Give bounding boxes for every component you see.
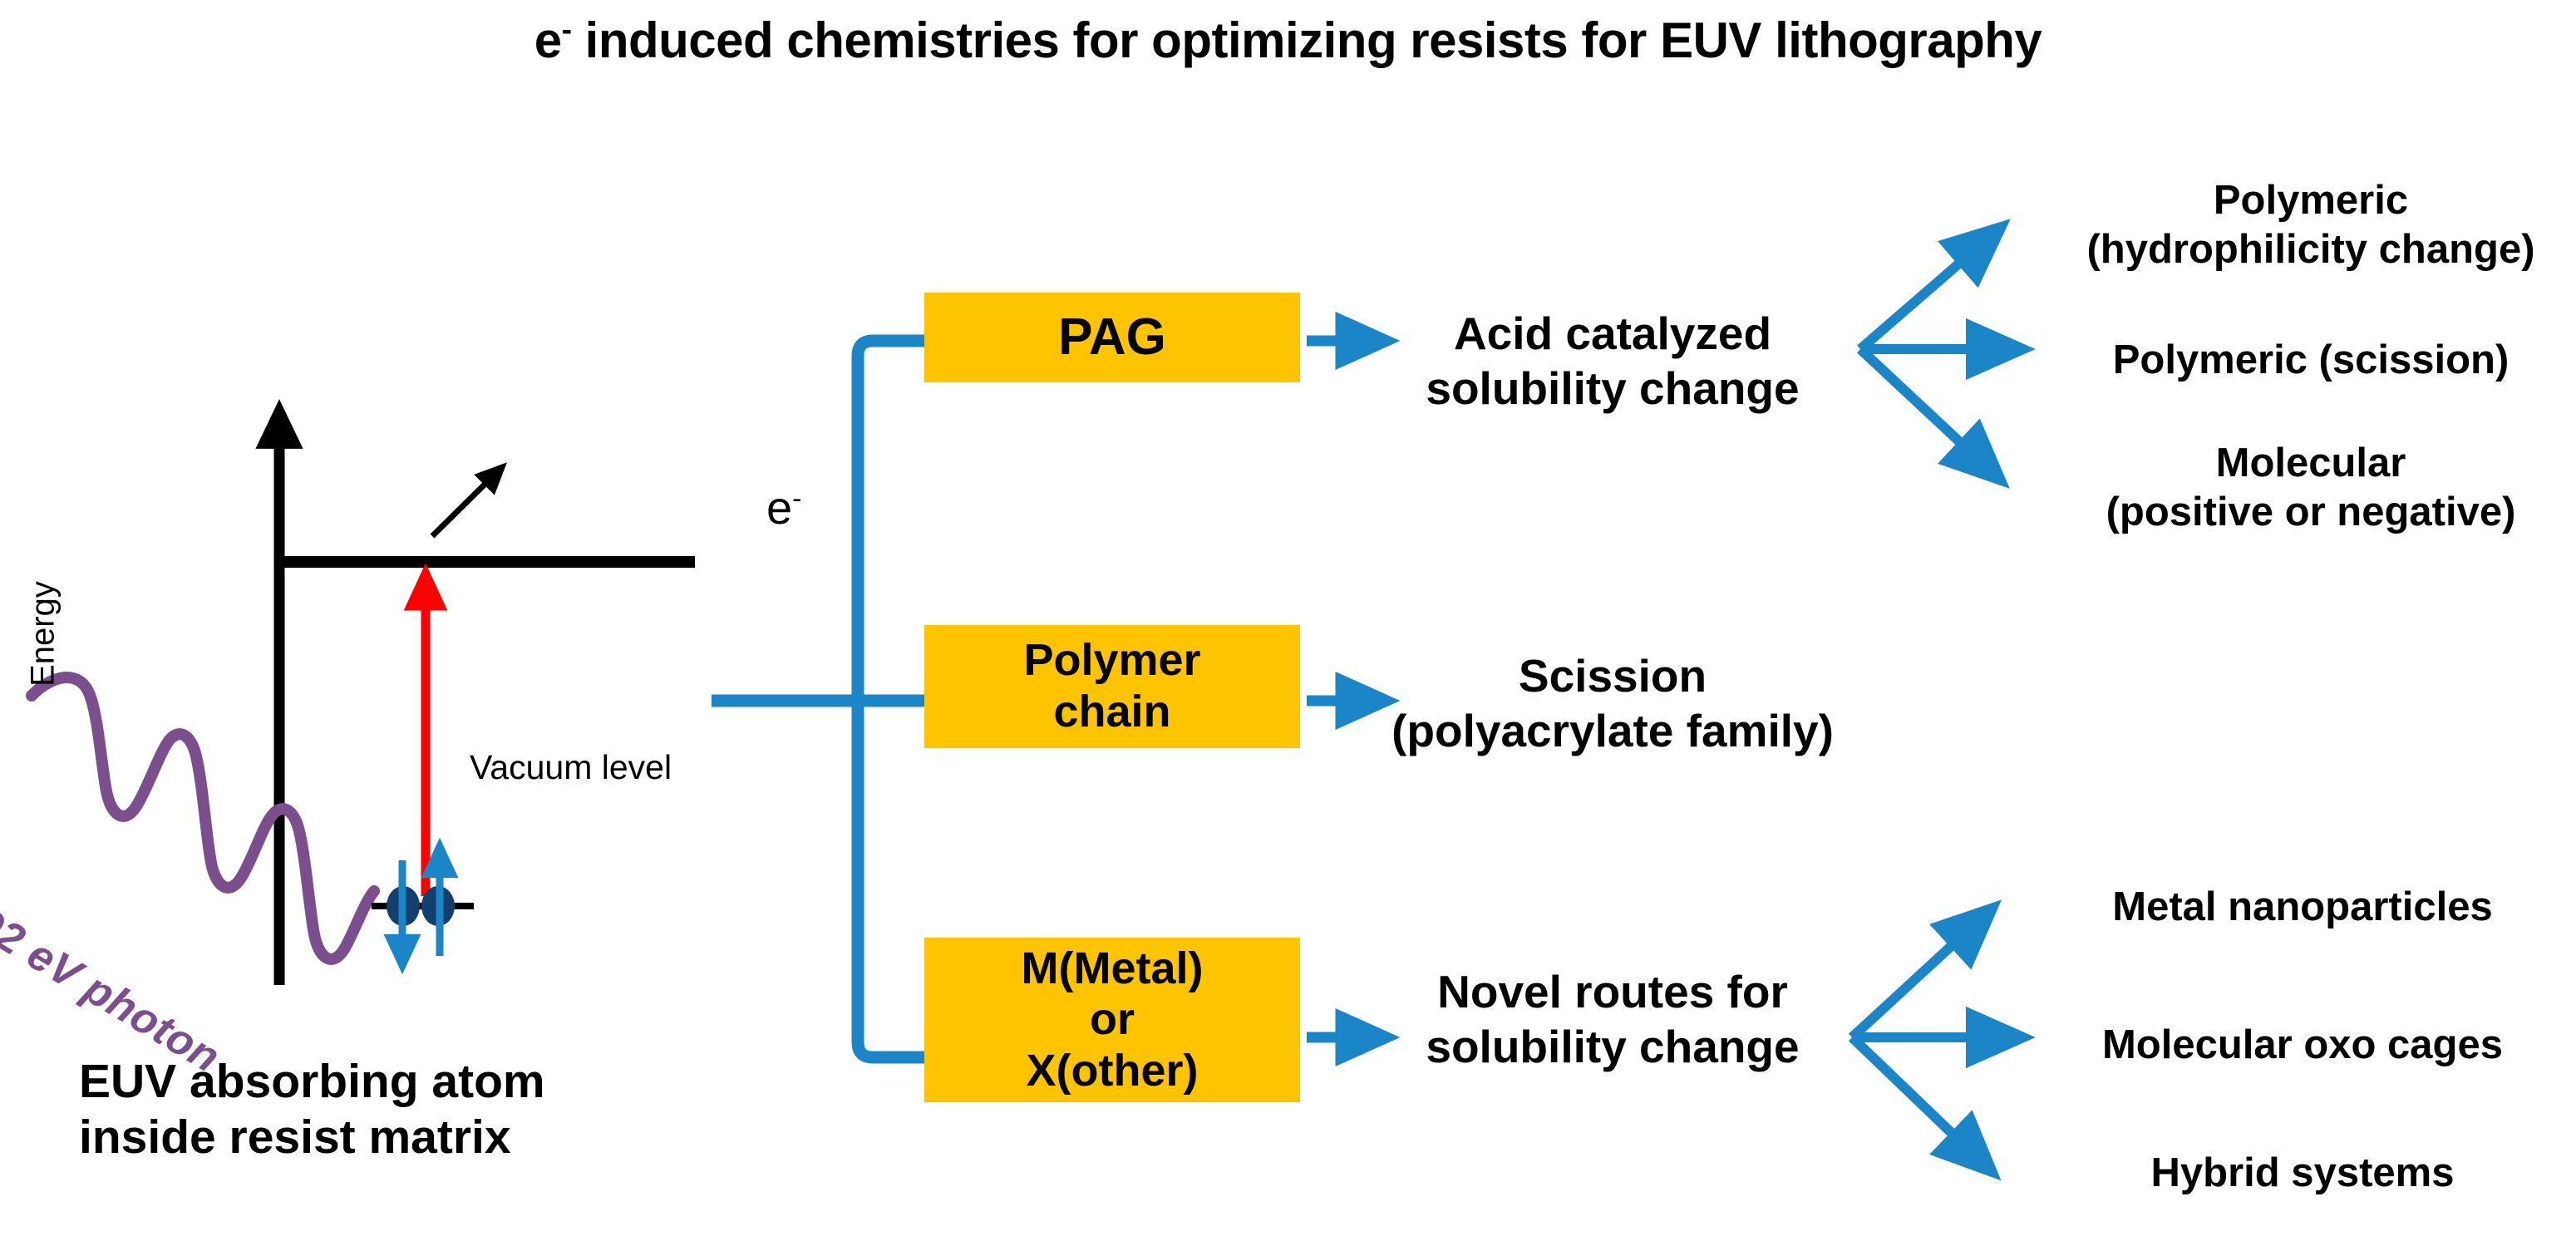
title-rest: induced chemistries for optimizing resis…	[571, 12, 2042, 68]
outcome-novel-line-1: Novel routes for	[1437, 966, 1788, 1017]
page-title: e- induced chemistries for optimizing re…	[0, 12, 2576, 69]
energy-axis-label: Energy	[24, 581, 62, 687]
box-polymer-chain[interactable]: Polymer chain	[924, 625, 1300, 748]
outcome-scission: Scission (polyacrylate family)	[1380, 648, 1845, 758]
box-metal-line-1: M(Metal)	[1021, 943, 1204, 993]
electron-distribution-trunk	[712, 334, 924, 1064]
product-polymeric-scission: Polymeric (scission)	[2045, 336, 2576, 385]
product-line-1: Polymeric	[2213, 178, 2409, 223]
fanout-pag-up	[1857, 219, 2011, 353]
product-line-1: Hybrid systems	[2150, 1150, 2455, 1195]
fanout-pag-group	[1856, 219, 2036, 489]
euv-absorbing-atom-caption: EUV absorbing atom inside resist matrix	[79, 1054, 711, 1165]
box-polymer-line-2: chain	[1053, 687, 1171, 736]
title-e-symbol: e	[534, 12, 562, 68]
vacuum-level-label: Vacuum level	[470, 748, 672, 786]
outcome-novel-routes: Novel routes for solubility change	[1380, 964, 1845, 1074]
caption-line-1: EUV absorbing atom	[79, 1055, 545, 1108]
product-line-2: (hydrophilicity change)	[2086, 226, 2535, 272]
energy-diagram: Energy Vacuum level 92 eV photon	[0, 166, 731, 1082]
product-hybrid-systems: Hybrid systems	[2045, 1149, 2560, 1198]
box-metal-or-other[interactable]: M(Metal) or X(other)	[924, 938, 1300, 1102]
fanout-metal-group	[1848, 899, 2036, 1181]
product-molecular-oxo-cages: Molecular oxo cages	[2045, 1021, 2560, 1070]
fanout-metal-down	[1848, 1033, 2002, 1181]
box-metal-line-2: or	[1089, 994, 1135, 1045]
outcome-acid-line-2: solubility change	[1426, 362, 1800, 414]
fanout-metal-up	[1848, 899, 2002, 1042]
product-metal-nanoparticles: Metal nanoparticles	[2045, 883, 2560, 932]
product-line-1: Molecular oxo cages	[2101, 1022, 2503, 1067]
electron-flow-label: e-	[766, 480, 801, 534]
box-polymer-line-1: Polymer	[1023, 635, 1201, 686]
box-pag-line-1: PAG	[1058, 308, 1166, 366]
electron-charge-superscript: -	[792, 483, 802, 515]
title-charge-superscript: -	[561, 12, 572, 47]
product-molecular-positive-negative: Molecular (positive or negative)	[2045, 439, 2576, 537]
product-polymeric-hydrophilicity: Polymeric (hydrophilicity change)	[2045, 176, 2576, 274]
product-line-1: Metal nanoparticles	[2112, 884, 2493, 929]
outcome-acid-catalyzed: Acid catalyzed solubility change	[1380, 306, 1845, 416]
product-line-1: Molecular	[2215, 441, 2406, 485]
outcome-acid-line-1: Acid catalyzed	[1453, 308, 1772, 359]
box-pag[interactable]: PAG	[924, 293, 1300, 382]
box-metal-line-3: X(other)	[1026, 1045, 1199, 1096]
caption-line-2: inside resist matrix	[79, 1110, 511, 1164]
trunk-path	[851, 334, 924, 1064]
outcome-scission-line-1: Scission	[1518, 650, 1707, 702]
product-line-2: (positive or negative)	[2106, 489, 2516, 534]
outcome-scission-line-2: (polyacrylate family)	[1391, 705, 1834, 756]
outcome-novel-line-2: solubility change	[1426, 1021, 1800, 1072]
fanout-pag-down	[1856, 345, 2010, 489]
product-line-1: Polymeric (scission)	[2112, 337, 2510, 382]
electron-symbol: e	[766, 481, 793, 534]
